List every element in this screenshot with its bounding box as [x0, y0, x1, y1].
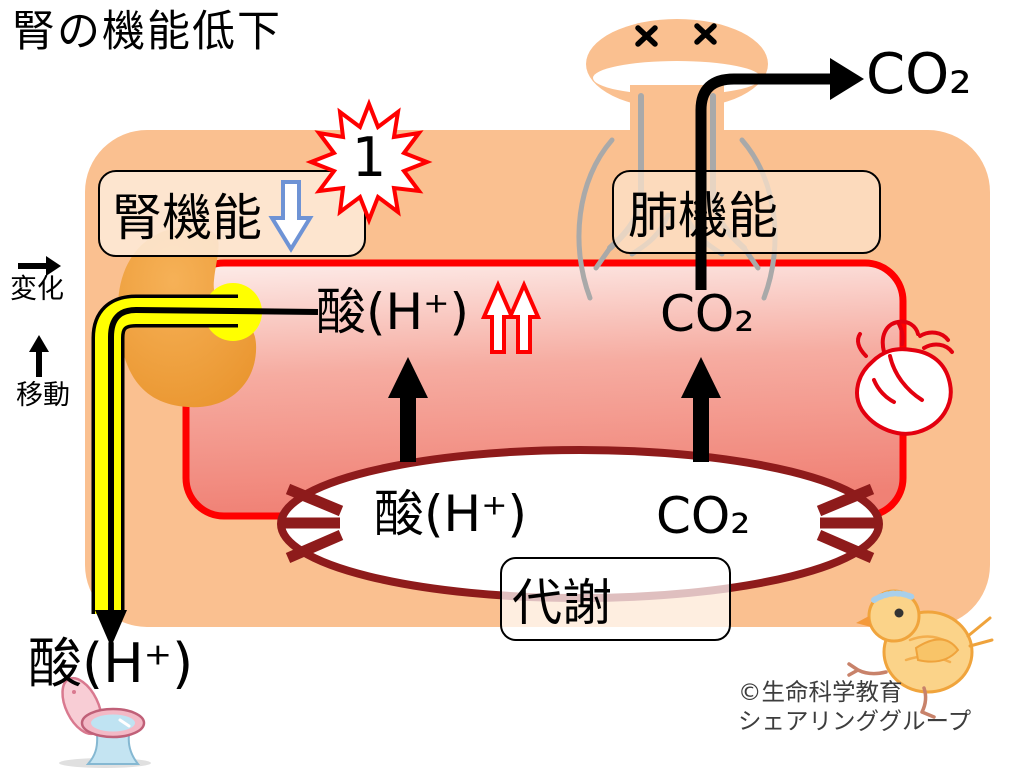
lung-function-labelbox: 肺機能 — [612, 170, 881, 254]
metabolism-label: 代謝 — [512, 574, 612, 632]
step-number-badge: 1 — [351, 126, 387, 189]
copyright-line1: ©生命科学教育 — [738, 678, 903, 706]
copyright-line2: シェアリンググループ — [738, 706, 972, 735]
chick-icon — [847, 589, 994, 719]
head — [586, 19, 768, 135]
metabolism-acid-text: 酸(H⁺) — [374, 485, 528, 543]
kidney-function-label: 腎機能 — [112, 188, 262, 247]
kidney-function-labelbox: 腎機能 — [98, 170, 366, 257]
toilet-icon — [59, 676, 151, 768]
closed-eyes-icon — [635, 23, 717, 47]
metabolism-labelbox: 代謝 — [500, 557, 731, 641]
exhaled-co2-text: CO₂ — [866, 42, 972, 107]
blood-co2-text: CO₂ — [660, 285, 755, 343]
legend-move-arrow-icon — [29, 335, 49, 377]
blood-acid-text: 酸(H⁺) — [316, 283, 470, 341]
heart-icon — [855, 319, 954, 436]
legend-change-label: 変化 — [10, 274, 64, 305]
copyright: ©生命科学教育 シェアリンググループ — [738, 678, 971, 735]
legend-change-arrow-icon — [18, 256, 61, 276]
burst-marks-right — [816, 483, 876, 564]
excreted-acid-text: 酸(H⁺) — [28, 632, 194, 695]
legend-move-label: 移動 — [16, 380, 70, 411]
metabolism-co2-text: CO₂ — [656, 487, 751, 545]
page-title: 腎の機能低下 — [12, 7, 282, 57]
lung-function-label: 肺機能 — [628, 187, 778, 245]
